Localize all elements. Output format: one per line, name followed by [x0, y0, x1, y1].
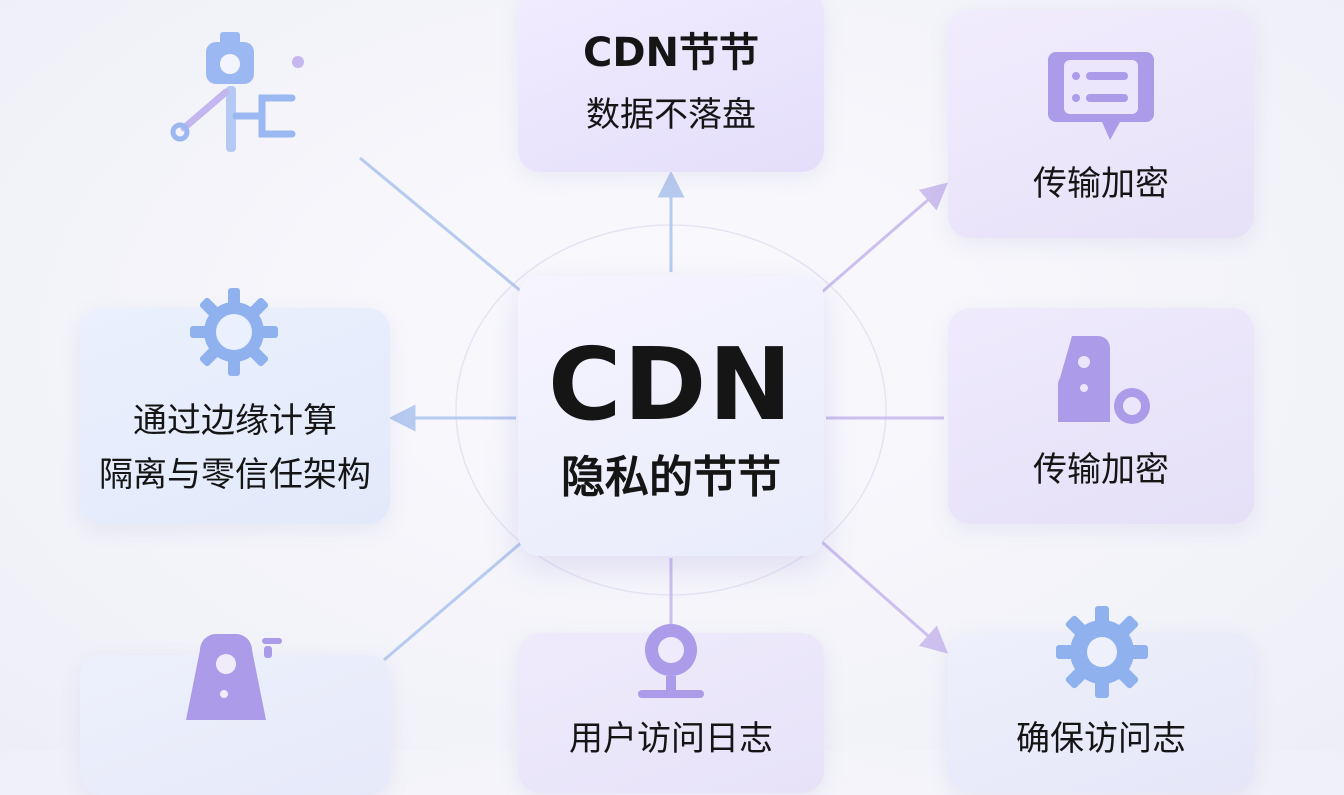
- user-icon: [186, 634, 282, 720]
- node-top: [518, 0, 824, 172]
- node-bottom-mid-label: 用户访问日志: [569, 719, 773, 759]
- connectors: [359, 156, 949, 662]
- center-subtitle: 隐私的节节: [561, 452, 781, 503]
- node-top-right-label: 传输加密: [1033, 164, 1169, 204]
- connector-bottom-right: [821, 540, 949, 654]
- gear-icon: [1056, 606, 1148, 698]
- connector-top-left: [359, 156, 523, 294]
- node-mid-right-label: 传输加密: [1033, 450, 1169, 490]
- network-camera-icon: [170, 32, 304, 152]
- message-icon: [1048, 52, 1154, 140]
- node-mid-left-line2: 隔离与零信任架构: [99, 455, 371, 495]
- webcam-icon: [638, 624, 704, 698]
- node-top-line2: 数据不落盘: [586, 95, 756, 135]
- connector-top-right: [821, 182, 949, 294]
- diagram: CDN 隐私的节节 CDN节节 数据不落盘 传输加密 传输加密: [80, 0, 1254, 795]
- node-top-line1: CDN节节: [582, 30, 760, 76]
- node-center: [518, 276, 824, 556]
- lock-icon: [1058, 336, 1150, 424]
- connector-bottom-left: [383, 540, 523, 662]
- node-top-right: [948, 10, 1254, 238]
- center-title: CDN: [547, 326, 795, 443]
- gear-icon: [190, 288, 278, 376]
- node-mid-left-line1: 通过边缘计算: [133, 401, 337, 441]
- node-bottom-right-label: 确保访问志: [1016, 719, 1186, 759]
